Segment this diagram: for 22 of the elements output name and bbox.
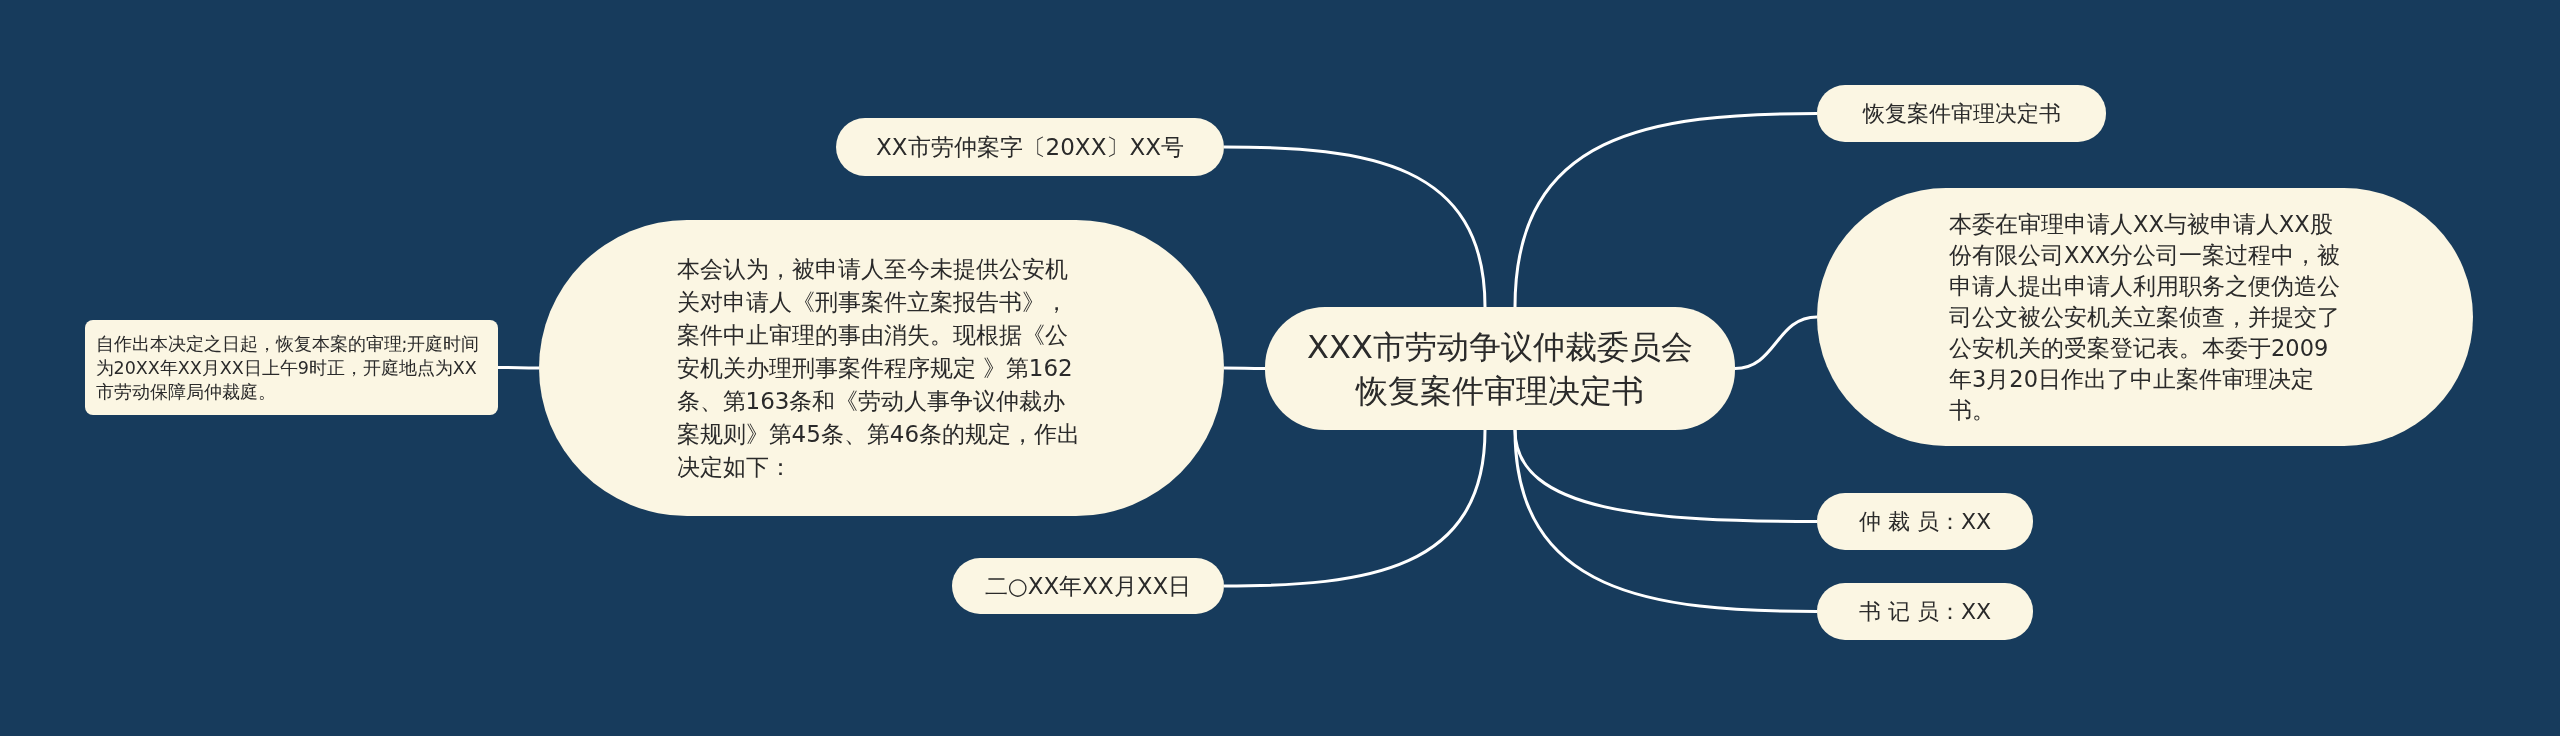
node-text: XXX市劳动争议仲裁委员会恢复案件审理决定书 <box>1306 326 1694 412</box>
node-text: 自作出本决定之日起，恢复本案的审理;开庭时间为20XX年XX月XX日上午9时正，开庭地点为XX市劳动保障局仲裁庭。 <box>95 332 481 404</box>
connector-line <box>1224 429 1487 588</box>
node-text: 二○XX年XX月XX日 <box>984 572 1192 601</box>
node-text: XX市劳仲案字〔20XX〕XX号 <box>876 133 1184 162</box>
note-box <box>85 320 498 415</box>
topic-box <box>1817 583 2033 640</box>
topic-box <box>1817 85 2106 142</box>
connector-line <box>1513 429 1817 613</box>
node-text: 仲 裁 员：XX <box>1858 507 1992 536</box>
topic-box <box>1817 493 2033 550</box>
node-text: 本会认为，被申请人至今未提供公安机关对申请人《刑事案件立案报告书》，案件中止审理的事由消失。现根据《公安机关办理刑事案件程序规定 》第162条、第163条和《劳动人事争议仲裁办案规则》第45条、第46条的规定，作出决定如下： <box>676 254 1082 482</box>
topic-box <box>952 558 1224 614</box>
connector-line <box>498 366 539 370</box>
topic-box <box>836 118 1224 176</box>
connector-line <box>1734 315 1818 370</box>
node-text: 书 记 员：XX <box>1858 597 1992 626</box>
node-text: 本委在审理申请人XX与被申请人XX股份有限公司XXX分公司一案过程中，被申请人提出申请人利用职务之便伪造公司公文被公安机关立案侦查，并提交了公安机关的受案登记表。本委于2009年3月20日作出了中止案件审理决定书。 <box>1949 209 2341 425</box>
node-text: 恢复案件审理决定书 <box>1862 99 2061 128</box>
connector-line <box>1513 112 1817 308</box>
connector-line <box>1224 145 1487 308</box>
connector-line <box>1224 366 1265 370</box>
